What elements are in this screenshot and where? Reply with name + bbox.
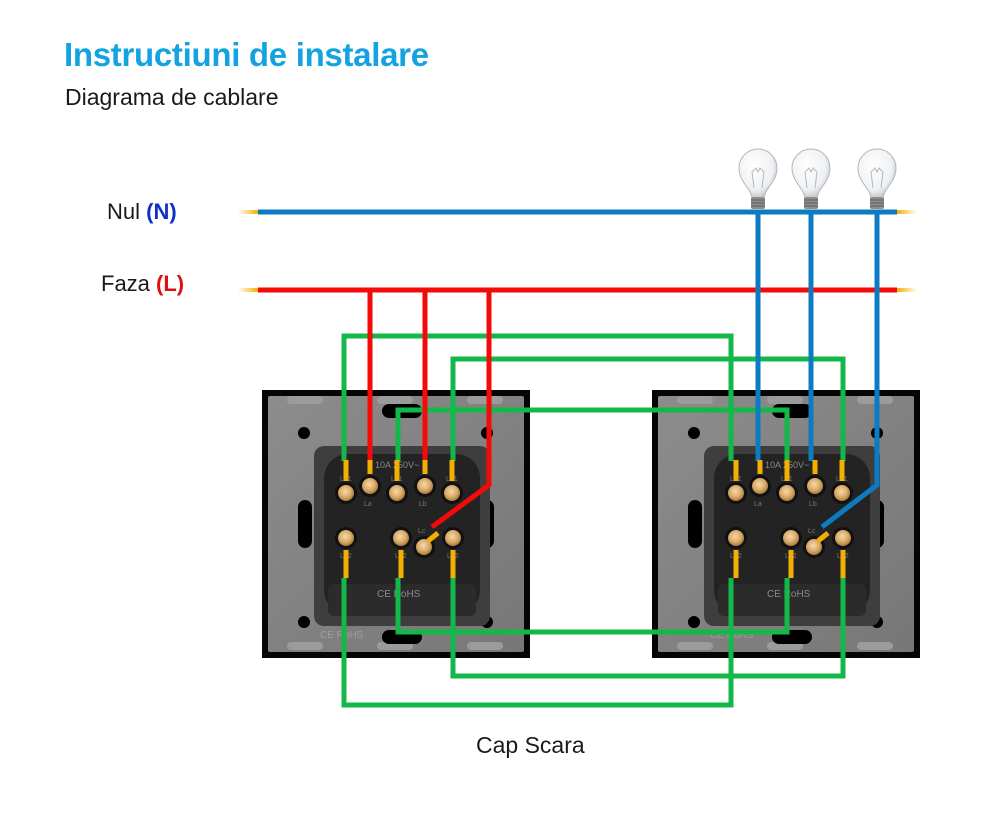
mechanism-base: [328, 584, 476, 616]
plate-tab: [677, 396, 713, 404]
terminal-lead: [733, 550, 739, 578]
light-bulb-icon: [857, 148, 897, 209]
bulb-filament: [804, 167, 818, 189]
terminal-screw-icon: [835, 530, 851, 546]
bulb-filament: [751, 167, 765, 189]
neutral-label-text: Nul: [107, 199, 141, 224]
plate-tab: [287, 642, 323, 650]
phase-code: (L): [156, 271, 185, 296]
terminal-screw-icon: [807, 478, 823, 494]
terminal-screw-icon: [779, 485, 795, 501]
terminal-screw-icon: [445, 530, 461, 546]
terminal-screw-icon: [389, 485, 405, 501]
terminal-screw-icon: [338, 485, 354, 501]
terminal-lead: [839, 460, 845, 481]
terminal-screw-icon: [806, 539, 822, 555]
plate-tab: [377, 396, 413, 404]
terminal-screw-icon: [362, 478, 378, 494]
terminal-screw-icon: [417, 478, 433, 494]
phase-lead-left: [238, 288, 258, 292]
terminal-lead: [367, 460, 373, 474]
mounting-hole: [688, 616, 700, 628]
bulb-filament: [870, 167, 884, 189]
traveler-wire: [341, 578, 734, 708]
mechanism-base: [718, 584, 866, 616]
bulb-glass: [738, 148, 778, 199]
plate-tab: [467, 396, 503, 404]
terminal-screw-icon: [834, 485, 850, 501]
terminal-screw-icon: [416, 539, 432, 555]
lamps-layer: [738, 148, 897, 209]
neutral-code: (N): [146, 199, 177, 224]
terminal-lead: [450, 550, 456, 578]
terminal-label: Lc: [418, 528, 426, 535]
neutral-lead-right: [897, 210, 917, 214]
plate-tab: [467, 642, 503, 650]
terminal-screw-icon: [393, 530, 409, 546]
terminal-lead: [426, 531, 440, 543]
bulb-glass: [857, 148, 897, 199]
plate-tab: [857, 642, 893, 650]
terminal-label: Lc: [808, 528, 816, 535]
terminal-lead: [343, 460, 349, 481]
bulb-glass: [791, 148, 831, 199]
terminal-lead: [840, 550, 846, 578]
slot-hole: [688, 500, 702, 548]
mounting-hole: [298, 616, 310, 628]
traveler-wire: [395, 407, 790, 461]
terminal-screw-icon: [752, 478, 768, 494]
terminal-lead: [449, 460, 455, 481]
terminal-label: La: [754, 501, 762, 508]
terminal-lead: [788, 550, 794, 578]
terminal-lead: [733, 460, 739, 481]
terminal-lead: [757, 460, 763, 474]
phase-drop-wire: [430, 290, 492, 530]
terminal-lead: [422, 460, 428, 474]
light-bulb-icon: [738, 148, 778, 209]
traveler-wire: [341, 333, 734, 461]
mounting-hole: [688, 427, 700, 439]
neutral-label: Nul (N): [107, 199, 177, 225]
terminal-lead: [784, 460, 790, 481]
light-bulb-icon: [791, 148, 831, 209]
terminal-lead: [816, 531, 830, 543]
traveler-wire: [395, 578, 790, 635]
terminal-lead: [812, 460, 818, 474]
diagram-caption: Cap Scara: [476, 732, 585, 758]
terminal-lead: [398, 550, 404, 578]
terminal-label: Lb: [809, 501, 817, 508]
page-title: Instructiuni de instalare: [64, 36, 429, 73]
plate-tab: [677, 642, 713, 650]
phase-lead-right: [897, 288, 917, 292]
phase-label-text: Faza: [101, 271, 150, 296]
lamp-feed-wire: [820, 212, 880, 529]
terminal-screw-icon: [728, 485, 744, 501]
terminal-label: Lb: [419, 501, 427, 508]
terminal-lead: [394, 460, 400, 481]
plate-tab: [287, 396, 323, 404]
terminal-screw-icon: [783, 530, 799, 546]
slot-hole: [298, 500, 312, 548]
terminal-screw-icon: [728, 530, 744, 546]
terminal-screw-icon: [338, 530, 354, 546]
terminal-screw-icon: [444, 485, 460, 501]
neutral-lead-left: [238, 210, 258, 214]
page-subtitle: Diagrama de cablare: [65, 84, 279, 110]
wires-layer: [238, 209, 917, 708]
terminal-label: La: [364, 501, 372, 508]
phase-label: Faza (L): [101, 271, 184, 297]
mounting-hole: [298, 427, 310, 439]
terminal-lead: [343, 550, 349, 578]
plate-tab: [767, 396, 803, 404]
traveler-wire: [450, 578, 846, 679]
